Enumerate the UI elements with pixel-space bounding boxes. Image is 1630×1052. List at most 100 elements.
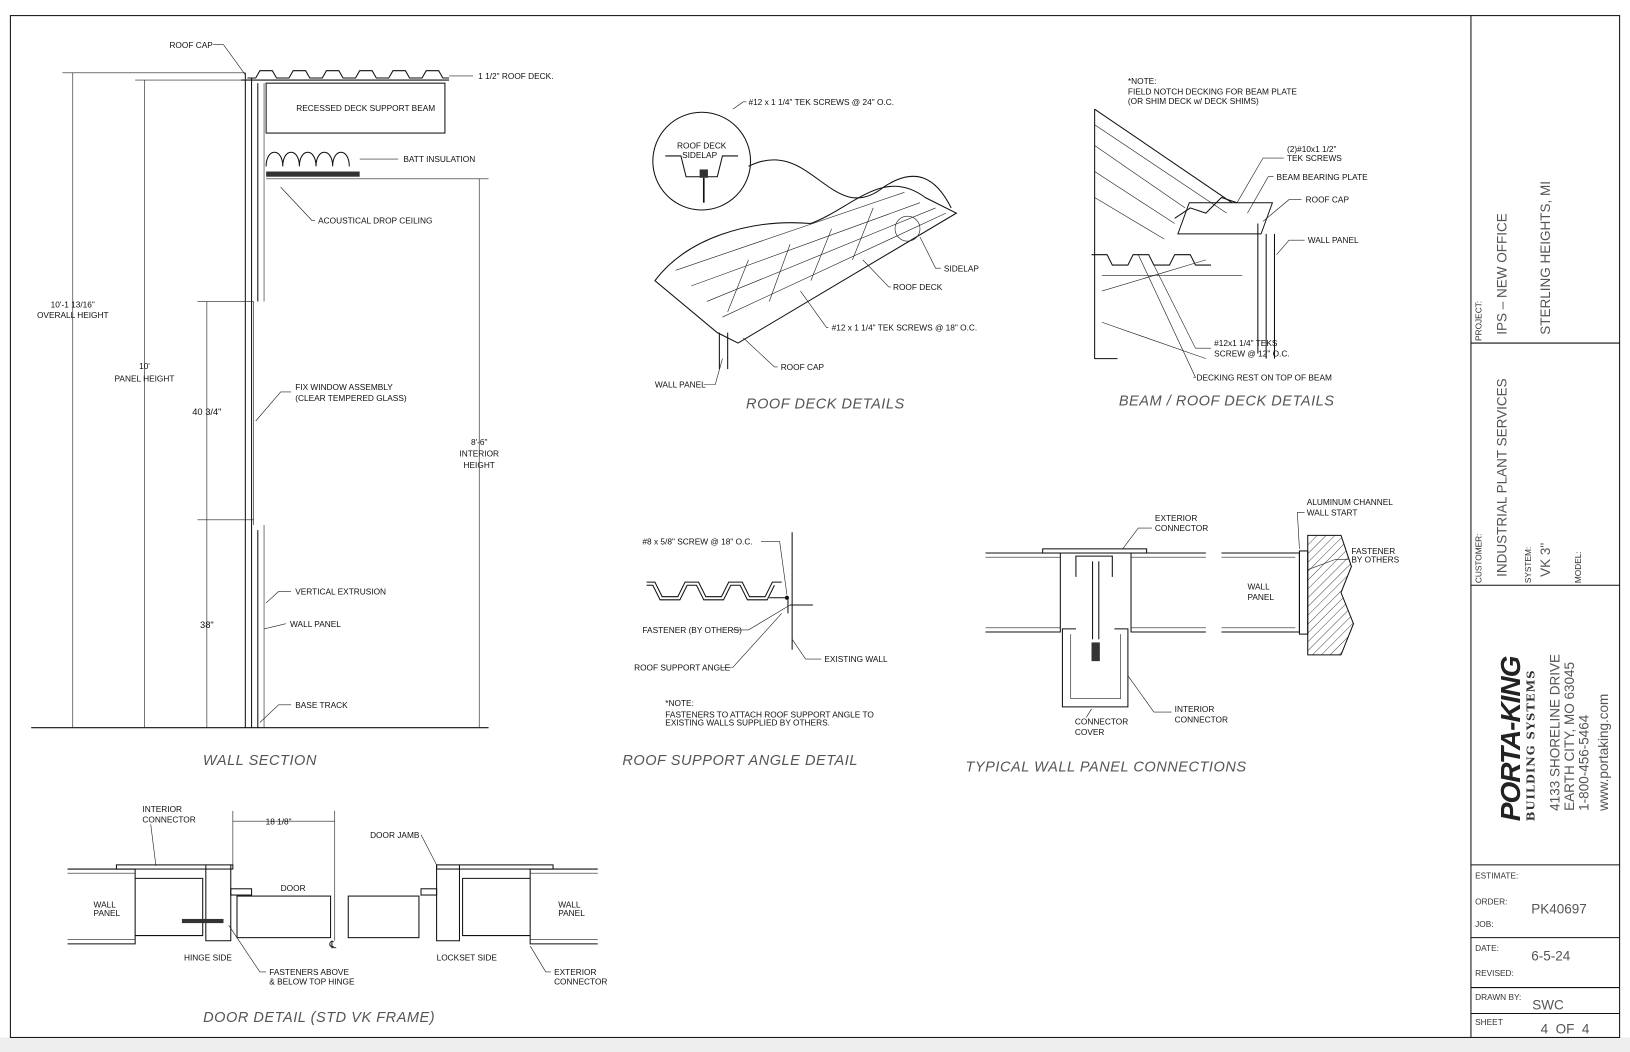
dim-overall-label: OVERALL HEIGHT	[37, 310, 109, 320]
label-batt: BATT INSULATION	[403, 154, 475, 164]
label-teks-1: #12x1 1/4" TEKS	[1214, 338, 1278, 348]
dim-door-width: 18 1/8"	[266, 816, 292, 826]
label-roof-cap: ROOF CAP	[1306, 195, 1350, 205]
system-value: VK 3"	[1538, 543, 1553, 577]
label-deck: ROOF DECK	[893, 282, 943, 292]
label-int-connector-2: CONNECTOR	[1175, 714, 1228, 724]
label-ext-connector-2: CONNECTOR	[1155, 523, 1208, 533]
label-extrusion: VERTICAL EXTRUSION	[295, 587, 386, 597]
label-screw: #8 x 5/8" SCREW @ 18" O.C.	[642, 537, 752, 547]
label-int-connector-2: CONNECTOR	[142, 814, 195, 824]
angle-note-title: *NOTE:	[665, 698, 694, 708]
label-roof-cap: ROOF CAP	[781, 362, 825, 372]
label-wall-right-1: WALL	[558, 900, 581, 910]
label-existing-wall: EXISTING WALL	[824, 654, 888, 664]
customer-name: INDUSTRIAL PLANT SERVICES	[1494, 378, 1509, 577]
label-window-glass: (CLEAR TEMPERED GLASS)	[295, 393, 407, 403]
label-wall-2: PANEL	[1247, 592, 1274, 602]
sheet-value: 4 OF 4	[1541, 1021, 1590, 1036]
address-line1: 4133 SHORELINE DRIVE	[1547, 654, 1562, 811]
label-wall-left-2: PANEL	[94, 908, 121, 918]
label-teks-2: SCREW @ 12" O.C.	[1214, 349, 1289, 359]
dim-interior-label2: HEIGHT	[464, 460, 495, 470]
label-roof-cap: ROOF CAP	[169, 40, 213, 50]
beam-note-title: *NOTE:	[1128, 76, 1157, 86]
label-cover-1: CONNECTOR	[1075, 717, 1128, 727]
sheet-border	[9, 15, 1621, 1038]
porta-king-logo: PORTA-KING	[1495, 656, 1526, 821]
door-detail-title: DOOR DETAIL (STD VK FRAME)	[203, 1010, 435, 1026]
label-int-connector-1: INTERIOR	[1175, 704, 1215, 714]
label-wall-panel: WALL PANEL	[655, 380, 706, 390]
label-screws-24: #12 x 1 1/4" TEK SCREWS @ 24" O.C.	[748, 97, 894, 107]
label-fasteners-2: & BELOW TOP HINGE	[269, 976, 355, 986]
label-sidelap: SIDELAP	[944, 263, 980, 273]
support-angle-title: ROOF SUPPORT ANGLE DETAIL	[622, 753, 858, 769]
label-door-jamb: DOOR JAMB	[370, 830, 420, 840]
address-line2: EARTH CITY, MO 63045	[1562, 662, 1577, 811]
dim-interior: 8'-6"	[471, 437, 488, 447]
label-ext-connector-2: CONNECTOR	[554, 976, 607, 986]
website: www.portaking.com	[1596, 694, 1611, 812]
label-ext-connector-1: EXTERIOR	[1155, 513, 1197, 523]
phone: 1-800-456-5464	[1576, 714, 1591, 811]
door-detail: INTERIOR CONNECTOR 18 1/8" DOOR JAMB DOO…	[67, 804, 607, 1026]
order-label: ORDER:	[1475, 896, 1507, 906]
dim-lower: 38"	[200, 620, 214, 630]
order-number: PK40697	[1531, 902, 1587, 917]
label-int-connector-1: INTERIOR	[142, 804, 182, 814]
customer-label: CUSTOMER:	[1473, 534, 1483, 584]
label-fastener-1: FASTENER	[1351, 546, 1395, 556]
label-ceiling: ACOUSTICAL DROP CEILING	[318, 215, 432, 225]
model-label: MODEL:	[1573, 551, 1583, 583]
label-door: DOOR	[281, 883, 306, 893]
label-window: FIX WINDOW ASSEMBLY	[295, 382, 393, 392]
logo-subtitle: BUILDING SYSTEMS	[1523, 669, 1537, 821]
project-label: PROJECT:	[1473, 301, 1483, 341]
label-bearing-plate: BEAM BEARING PLATE	[1277, 172, 1369, 182]
title-block: PROJECT: IPS – NEW OFFICE STERLING HEIGH…	[1470, 15, 1620, 1038]
label-wall-right-2: PANEL	[558, 908, 585, 918]
date-value: 6-5-24	[1531, 949, 1571, 964]
dim-overall: 10'-1 13/16"	[51, 300, 95, 310]
label-ext-connector-1: EXTERIOR	[554, 967, 596, 977]
label-fastener: FASTENER (BY OTHERS)	[642, 625, 742, 635]
beam-deck-title: BEAM / ROOF DECK DETAILS	[1119, 393, 1335, 409]
estimate-label: ESTIMATE:	[1475, 870, 1518, 880]
drawn-by-label: DRAWN BY:	[1475, 992, 1521, 1002]
label-wall-left-1: WALL	[94, 900, 117, 910]
drawn-by-value: SWC	[1532, 997, 1564, 1012]
label-roof-deck: 1 1/2" ROOF DECK.	[478, 71, 553, 81]
wall-section-title: WALL SECTION	[203, 753, 317, 769]
label-cover-2: COVER	[1075, 727, 1105, 737]
dim-interior-label: INTERIOR	[459, 448, 499, 458]
job-label: JOB:	[1475, 919, 1493, 929]
project-location: STERLING HEIGHTS, MI	[1538, 181, 1553, 335]
roof-deck-title: ROOF DECK DETAILS	[746, 397, 905, 413]
system-label: SYSTEM:	[1523, 547, 1533, 583]
roof-support-angle-detail: #8 x 5/8" SCREW @ 18" O.C. FASTENER (BY …	[622, 532, 888, 769]
label-hinge-side: HINGE SIDE	[184, 953, 232, 963]
angle-note-line1: FASTENERS TO ATTACH ROOF SUPPORT ANGLE T…	[665, 709, 874, 719]
project-name: IPS – NEW OFFICE	[1494, 213, 1509, 335]
label-alu-channel-1: ALUMINUM CHANNEL	[1307, 497, 1394, 507]
connections-title: TYPICAL WALL PANEL CONNECTIONS	[966, 759, 1247, 775]
angle-note-line2: EXISTING WALLS SUPPLIED BY OTHERS.	[665, 718, 830, 728]
label-tek-2: TEK SCREWS	[1287, 153, 1342, 163]
dim-panel: 10'	[139, 361, 150, 371]
label-fasteners-1: FASTENERS ABOVE	[269, 967, 349, 977]
wall-section: ROOF CAP 1 1/2" ROOF DECK. RECESSED DECK…	[31, 40, 554, 769]
label-deck-beam: RECESSED DECK SUPPORT BEAM	[296, 103, 435, 113]
label-screws-18: #12 x 1 1/4" TEK SCREWS @ 18" O.C.	[832, 323, 978, 333]
label-lockset-side: LOCKSET SIDE	[437, 953, 498, 963]
label-sidelap-2: SIDELAP	[682, 150, 718, 160]
label-base-track: BASE TRACK	[295, 700, 348, 710]
label-support-angle: ROOF SUPPORT ANGLE	[634, 662, 731, 672]
label-fastener-2: BY OTHERS	[1351, 554, 1399, 564]
dim-panel-label: PANEL HEIGHT	[115, 374, 175, 384]
label-wall-1: WALL	[1247, 581, 1270, 591]
label-tek-1: (2)#10x1 1/2"	[1287, 144, 1337, 154]
label-wall-panel: WALL PANEL	[290, 619, 341, 629]
revised-label: REVISED:	[1475, 968, 1514, 978]
